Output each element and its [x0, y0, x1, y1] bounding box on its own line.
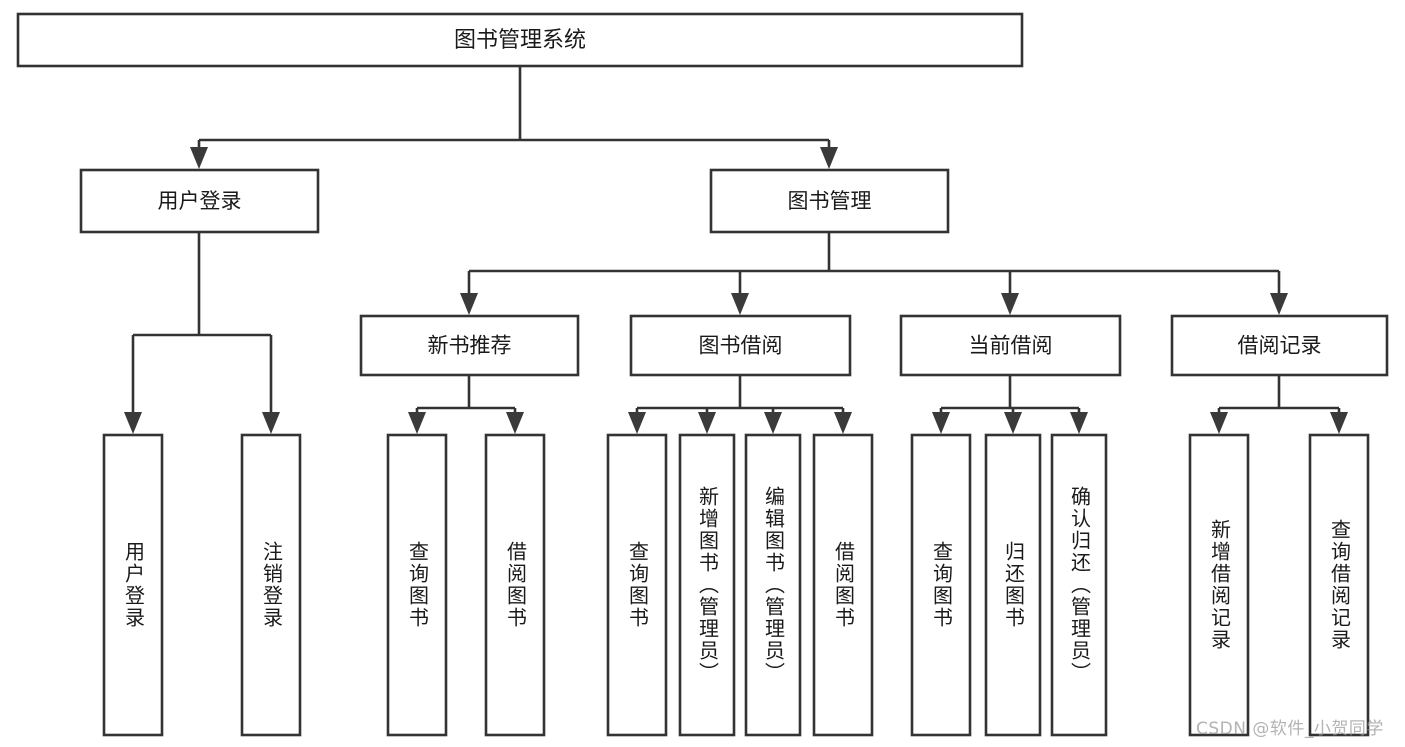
- node-box-leaf-borrow-book[interactable]: [812, 433, 874, 737]
- arrow-head-icon: [460, 293, 478, 315]
- node-box-leaf-query-book-borrow[interactable]: [606, 433, 668, 737]
- node-box-leaf-logout[interactable]: [240, 433, 302, 737]
- node-box-leaf-return-book[interactable]: [984, 433, 1042, 737]
- arrow-head-icon: [1004, 412, 1022, 434]
- node-label-current-borrow: 当前借阅: [969, 334, 1053, 358]
- node-box-root[interactable]: [16, 12, 1024, 68]
- arrow-head-icon: [506, 412, 524, 434]
- node-label-user-login: 用户登录: [158, 189, 242, 213]
- arrow-head-icon: [1001, 293, 1019, 315]
- node-box-leaf-query-borrow-record[interactable]: [1308, 433, 1370, 737]
- arrow-head-icon: [820, 147, 838, 169]
- arrow-head-icon: [731, 293, 749, 315]
- node-box-leaf-confirm-return[interactable]: [1050, 433, 1108, 737]
- arrow-head-icon: [1070, 412, 1088, 434]
- arrow-head-icon: [190, 147, 208, 169]
- node-box-user-login[interactable]: [79, 168, 320, 234]
- arrow-head-icon: [628, 412, 646, 434]
- node-box-leaf-user-login[interactable]: [102, 433, 164, 737]
- arrow-head-icon: [408, 412, 426, 434]
- node-box-borrow-records[interactable]: [1170, 314, 1389, 377]
- node-box-leaf-query-book-current[interactable]: [910, 433, 972, 737]
- node-box-current-borrow[interactable]: [899, 314, 1122, 377]
- arrow-head-icon: [1210, 412, 1228, 434]
- node-box-book-management[interactable]: [709, 168, 950, 234]
- arrow-head-icon: [932, 412, 950, 434]
- arrow-head-icon: [124, 412, 142, 434]
- watermark-text: CSDN @软件_小贺同学: [1196, 719, 1384, 739]
- node-box-leaf-add-borrow-record[interactable]: [1188, 433, 1250, 737]
- node-box-leaf-add-book[interactable]: [678, 433, 736, 737]
- node-box-layer: [16, 12, 1389, 737]
- arrow-head-icon: [262, 412, 280, 434]
- node-label-borrow-records: 借阅记录: [1238, 334, 1322, 358]
- node-label-new-book-recommend: 新书推荐: [428, 334, 512, 358]
- node-label-book-borrow: 图书借阅: [699, 334, 783, 358]
- node-box-leaf-borrow-book-recommend[interactable]: [484, 433, 546, 737]
- arrow-head-icon: [834, 412, 852, 434]
- connector-layer: [124, 66, 1348, 434]
- node-label-book-management: 图书管理: [788, 189, 872, 213]
- node-box-new-book-recommend[interactable]: [359, 314, 580, 377]
- arrow-head-icon: [764, 412, 782, 434]
- arrow-head-icon: [1330, 412, 1348, 434]
- node-label-root: 图书管理系统: [454, 28, 586, 53]
- node-box-leaf-query-book-recommend[interactable]: [386, 433, 448, 737]
- node-box-leaf-edit-book[interactable]: [744, 433, 802, 737]
- arrow-head-icon: [698, 412, 716, 434]
- node-box-book-borrow[interactable]: [629, 314, 852, 377]
- arrow-head-icon: [1270, 293, 1288, 315]
